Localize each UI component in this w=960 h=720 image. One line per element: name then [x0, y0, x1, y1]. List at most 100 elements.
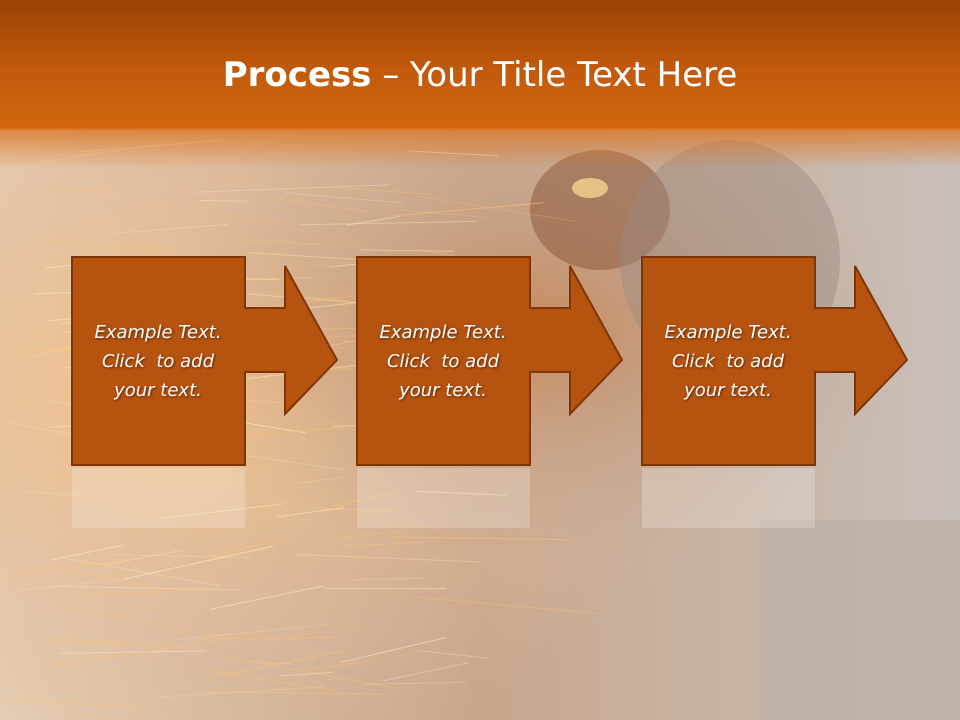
- spark-streak: [51, 585, 240, 591]
- title-band: [0, 0, 960, 130]
- spark-streak: [51, 544, 125, 561]
- spark-streak: [16, 579, 122, 591]
- spark-streak: [295, 554, 481, 563]
- spark-streak: [158, 503, 285, 520]
- spark-streak: [287, 625, 358, 638]
- spark-streak: [44, 187, 114, 193]
- spark-streak: [50, 468, 215, 508]
- spark-streak: [107, 549, 186, 565]
- title-band-fade: [0, 128, 960, 168]
- spark-streak: [388, 208, 490, 219]
- spark-streak: [298, 476, 343, 484]
- spark-streak: [348, 577, 426, 581]
- spark-streak: [155, 686, 324, 698]
- step-arrow-shape: [71, 256, 339, 466]
- slide-title[interactable]: Process – Your Title Text Here: [0, 52, 960, 98]
- spark-streak: [314, 327, 360, 330]
- step-text[interactable]: Example Text. Click to add your text.: [356, 256, 530, 466]
- step-reflection: [357, 468, 530, 528]
- step-line-2: Click to add: [386, 350, 499, 372]
- step-arrow-shape: [356, 256, 624, 466]
- spark-streak: [52, 638, 128, 643]
- spark-streak: [176, 624, 327, 641]
- spark-streak: [201, 637, 336, 639]
- spark-streak: [311, 507, 394, 512]
- step-reflection: [72, 468, 245, 528]
- spark-streak: [345, 216, 400, 226]
- spark-streak: [341, 541, 426, 547]
- step-line-2: Click to add: [671, 350, 784, 372]
- spark-streak: [416, 649, 490, 659]
- spark-streak: [210, 585, 325, 610]
- process-step-3[interactable]: Example Text. Click to add your text.: [641, 256, 960, 528]
- spark-streak: [225, 656, 398, 690]
- spark-streak: [21, 490, 83, 497]
- spark-streak: [131, 494, 259, 498]
- spark-streak: [49, 477, 143, 481]
- step-line-1: Example Text.: [664, 321, 792, 343]
- process-step-1[interactable]: Example Text. Click to add your text.: [71, 256, 411, 528]
- step-text[interactable]: Example Text. Click to add your text.: [641, 256, 815, 466]
- spark-streak: [418, 196, 576, 222]
- spark-streak: [105, 466, 234, 485]
- step-line-1: Example Text.: [94, 321, 222, 343]
- spark-streak: [394, 202, 544, 217]
- spark-streak: [358, 249, 454, 252]
- spark-streak: [382, 662, 470, 682]
- spark-streak: [333, 492, 394, 507]
- spark-streak: [413, 490, 507, 496]
- spark-streak: [11, 697, 148, 710]
- spark-streak: [326, 650, 428, 669]
- step-text[interactable]: Example Text. Click to add your text.: [71, 256, 245, 466]
- spark-streak: [207, 650, 344, 679]
- spark-streak: [253, 490, 349, 510]
- spark-streak: [152, 208, 296, 225]
- spark-streak: [340, 637, 447, 663]
- spark-streak: [272, 197, 370, 213]
- spark-streak: [390, 536, 570, 541]
- step-line-3: your text.: [684, 379, 772, 401]
- spark-streak: [66, 606, 196, 633]
- spark-streak: [202, 691, 385, 695]
- spark-streak: [203, 669, 337, 691]
- spark-streak: [249, 661, 293, 665]
- step-line-3: your text.: [114, 379, 202, 401]
- spark-streak: [203, 633, 261, 636]
- spark-streak: [286, 192, 403, 204]
- spark-streak: [45, 240, 161, 251]
- spark-streak: [42, 641, 178, 645]
- spark-streak: [199, 200, 247, 202]
- step-reflection: [642, 468, 815, 528]
- spark-streak: [294, 241, 367, 245]
- spark-streak: [337, 530, 407, 539]
- spark-streak: [323, 508, 439, 530]
- step-line-3: your text.: [399, 379, 487, 401]
- spark-streak: [60, 650, 207, 654]
- spark-streak: [110, 554, 252, 559]
- spark-streak: [217, 177, 303, 180]
- spark-streak: [296, 545, 338, 550]
- spark-streak: [17, 234, 90, 253]
- step-arrow-shape: [641, 256, 909, 466]
- spark-streak: [277, 507, 344, 518]
- step-line-2: Click to add: [101, 350, 214, 372]
- spark-streak: [209, 539, 280, 557]
- step-line-1: Example Text.: [379, 321, 507, 343]
- spark-streak: [300, 220, 478, 226]
- spark-streak: [63, 557, 221, 587]
- spark-streak: [111, 242, 173, 251]
- spark-streak: [204, 237, 321, 245]
- spark-streak: [294, 662, 361, 671]
- spark-streak: [13, 560, 121, 574]
- spark-streak: [114, 223, 229, 234]
- spark-streak: [280, 671, 334, 677]
- spark-streak: [194, 184, 390, 193]
- slide-title-bold: Process: [222, 55, 372, 95]
- spark-streak: [327, 186, 430, 195]
- spark-streak: [81, 588, 212, 597]
- process-step-2[interactable]: Example Text. Click to add your text.: [356, 256, 696, 528]
- spark-streak: [68, 570, 154, 587]
- spark-streak: [362, 681, 468, 685]
- spark-streak: [52, 640, 219, 667]
